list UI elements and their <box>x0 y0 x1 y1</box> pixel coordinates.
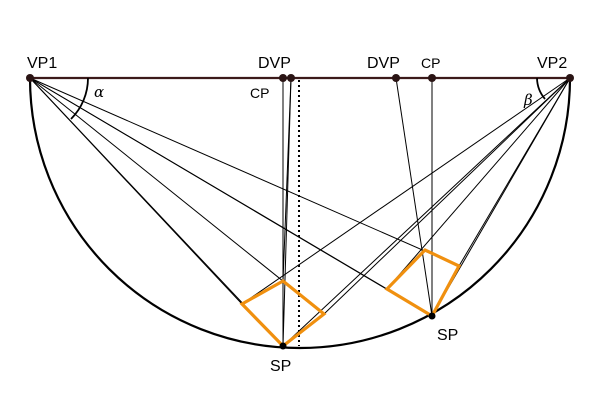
vp2-to-square-left-line-2 <box>323 77 571 315</box>
vp1-to-square-right-line-2 <box>29 77 460 267</box>
sp-right-point <box>428 312 436 320</box>
beta-angle-arc <box>536 77 546 100</box>
cp-right-point <box>428 74 436 82</box>
dvp-right-label: DVP <box>367 55 400 72</box>
cp-left-point <box>279 74 287 82</box>
sp-left-label: SP <box>270 358 291 375</box>
sp-left-point <box>279 342 287 350</box>
left-station-lines <box>29 77 571 347</box>
right-station-lines <box>29 77 571 317</box>
vp1-point <box>26 74 34 82</box>
dvp-right-to-sp-right-line <box>395 77 433 317</box>
vp1-to-square-right-line-1 <box>29 77 388 290</box>
station-points <box>279 312 436 350</box>
vp1-label: VP1 <box>27 55 57 72</box>
dvp-left-to-square-left-line <box>282 77 292 282</box>
vp2-to-square-right-line-2 <box>458 77 571 267</box>
sp-right-label: SP <box>437 327 458 344</box>
semicircle-arc <box>28 77 572 350</box>
right-orange-square <box>384 248 462 319</box>
vp2-to-square-right-line-1 <box>386 77 571 290</box>
cp-right-label: CP <box>421 55 440 71</box>
beta-label: β <box>523 91 533 109</box>
dvp-left-point <box>287 74 295 82</box>
alpha-label: α <box>94 83 104 101</box>
dvp-left-label: DVP <box>258 55 291 72</box>
vp1-to-square-left-line-1 <box>29 77 243 305</box>
vp2-point <box>566 74 574 82</box>
vp2-to-sp-left-line <box>282 77 571 347</box>
cp-left-label: CP <box>250 85 269 101</box>
horizon-points <box>26 74 574 82</box>
dvp-right-point <box>392 74 400 82</box>
vp2-to-square-left-line-1 <box>241 77 571 305</box>
vp1-to-square-left-line-2 <box>29 77 325 315</box>
vp2-label: VP2 <box>537 55 567 72</box>
alpha-angle-arc <box>70 77 89 120</box>
